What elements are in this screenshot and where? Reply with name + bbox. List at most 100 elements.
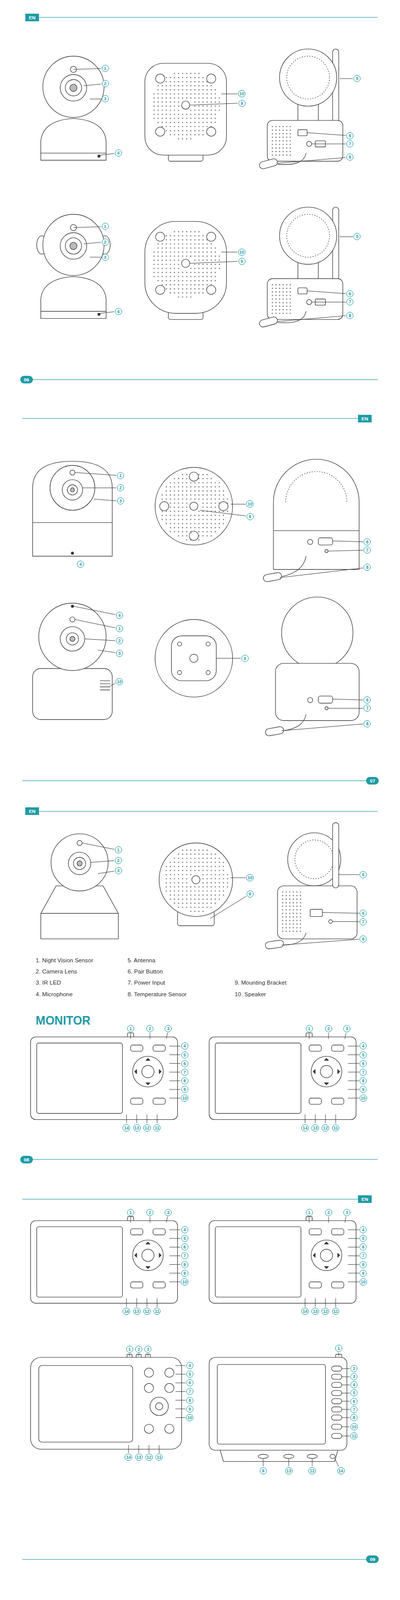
leader-line xyxy=(230,503,246,505)
drawing-stroke xyxy=(60,626,85,651)
drawing-stroke xyxy=(181,502,183,504)
camera-back xyxy=(154,467,233,545)
callout-badge: 14 xyxy=(337,1466,345,1474)
leader-line xyxy=(189,261,238,264)
drawing-stroke xyxy=(218,267,220,269)
drawing-stroke xyxy=(177,122,179,124)
drawing-stroke xyxy=(198,259,200,261)
drawing-stroke xyxy=(169,861,171,863)
leader-line xyxy=(149,1216,151,1223)
drawing-stroke xyxy=(210,259,212,261)
drawing-stroke xyxy=(181,535,183,537)
drawing-stroke xyxy=(206,127,216,137)
drawing-stroke xyxy=(165,877,167,879)
drawing-stroke xyxy=(214,113,216,115)
drawing-stroke xyxy=(210,861,212,863)
drawing-stroke xyxy=(30,1220,178,1303)
leader-lines xyxy=(73,68,364,1466)
drawing-stroke xyxy=(267,278,343,320)
callout-badge: 2 xyxy=(135,1345,143,1353)
drawing-stroke xyxy=(286,56,330,100)
drawing-stroke xyxy=(218,857,220,859)
leader-line xyxy=(138,1444,140,1453)
leader-line xyxy=(169,1263,181,1265)
callout-number: 8 xyxy=(348,154,352,160)
drawing-stroke xyxy=(289,905,291,907)
drawing-stroke xyxy=(299,894,301,896)
drawing-stroke xyxy=(99,680,110,690)
drawing-stroke xyxy=(157,101,159,103)
drawing-stroke xyxy=(186,243,188,245)
rule-line xyxy=(32,379,378,380)
drawing-stroke xyxy=(194,117,196,119)
drawing-stroke xyxy=(165,126,167,128)
callout-badge: 3 xyxy=(343,1208,351,1216)
drawing-stroke xyxy=(177,873,179,875)
drawing-stroke xyxy=(169,490,171,492)
drawing-stroke xyxy=(194,280,196,282)
drawing-stroke xyxy=(206,902,208,904)
drawing-stroke xyxy=(214,494,216,496)
drawing-stroke xyxy=(198,134,200,136)
drawing-stroke xyxy=(181,853,183,855)
leader-line xyxy=(325,1297,326,1307)
drawing-stroke xyxy=(282,147,284,149)
drawing-stroke xyxy=(198,853,200,855)
drawing-stroke xyxy=(198,292,200,294)
leader-line xyxy=(146,1297,148,1307)
drawing-stroke xyxy=(65,79,82,96)
drawing-stroke xyxy=(210,109,212,111)
callout-number: 1 xyxy=(129,1025,133,1031)
drawing-stroke xyxy=(214,267,216,269)
callout-number: 6 xyxy=(366,539,369,545)
drawing-stroke xyxy=(286,214,330,258)
drawing-stroke xyxy=(198,531,200,533)
drawing-stroke xyxy=(173,869,175,871)
drawing-stroke xyxy=(331,1365,342,1371)
drawing-stroke xyxy=(262,571,283,582)
callout-badge: 4 xyxy=(115,611,124,619)
leader-line xyxy=(89,256,101,258)
callout-number: 3 xyxy=(116,867,120,873)
drawing-stroke xyxy=(177,76,179,78)
drawing-stroke xyxy=(165,117,167,119)
drawing-stroke xyxy=(194,105,196,107)
callout-number: 9 xyxy=(183,1270,186,1276)
drawing-stroke xyxy=(177,494,179,496)
callout-badge: 2 xyxy=(101,80,109,88)
leader-line xyxy=(311,301,346,303)
callout-badge: 4 xyxy=(114,149,123,157)
drawing-stroke xyxy=(181,518,183,520)
drawing-stroke xyxy=(278,136,280,138)
callout-number: 8 xyxy=(352,1414,356,1420)
callout-number: 14 xyxy=(338,1467,343,1473)
drawing-stroke xyxy=(181,134,183,136)
drawing-stroke xyxy=(186,134,188,136)
callout-badge: 9 xyxy=(359,1269,367,1277)
drawing-stroke xyxy=(190,93,192,95)
drawing-stroke xyxy=(218,514,220,516)
drawing-stroke xyxy=(331,1044,344,1051)
callout-badge: 10 xyxy=(180,1277,189,1286)
callout-number: 7 xyxy=(188,1388,191,1394)
drawing-stroke xyxy=(282,912,284,914)
legend-item: 2. Camera Lens xyxy=(35,967,78,975)
drawing-stroke xyxy=(198,498,200,500)
drawing-stroke xyxy=(186,486,188,488)
drawing-stroke xyxy=(161,251,163,253)
drawing-stroke xyxy=(206,898,208,900)
drawing-stroke xyxy=(282,308,284,310)
drawing-stroke xyxy=(202,126,204,128)
drawing-stroke xyxy=(282,150,284,152)
drawing-stroke xyxy=(169,101,171,103)
drawing-stroke xyxy=(198,486,200,488)
drawing-stroke xyxy=(206,498,208,500)
drawing-stroke xyxy=(198,522,200,524)
drawing-stroke xyxy=(190,853,192,855)
drawing-stroke xyxy=(292,915,294,917)
callout-number: 14 xyxy=(124,1308,129,1314)
callout-badge: 8 xyxy=(186,1396,194,1404)
callout-number: 11 xyxy=(351,1432,357,1438)
drawing-stroke xyxy=(214,280,216,282)
drawing-stroke xyxy=(157,271,159,273)
